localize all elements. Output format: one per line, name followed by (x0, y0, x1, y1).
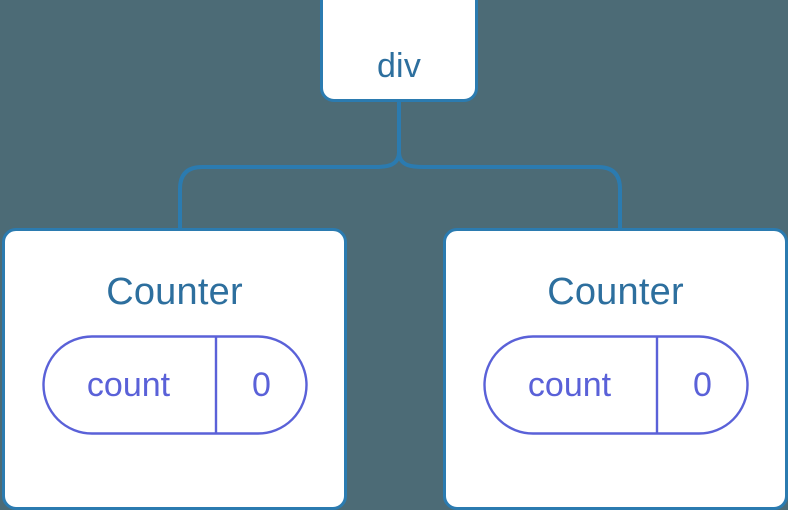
state-pill-left-value: 0 (252, 366, 271, 404)
state-pill-right-shape (482, 335, 749, 435)
node-div-label: div (376, 47, 422, 85)
connector-branch-right (397, 151, 622, 228)
state-pill-left-shape (41, 335, 308, 435)
state-pill-right-value: 0 (693, 366, 712, 404)
node-counter-right-title: Counter (547, 271, 684, 313)
state-pill-right[interactable]: count 0 (482, 335, 749, 435)
state-pill-right-text: count 0 (483, 335, 749, 435)
state-pill-left-key: count (86, 366, 171, 404)
state-pill-right-key: count (527, 366, 612, 404)
node-counter-right[interactable]: Counter count 0 (443, 228, 788, 510)
node-counter-left[interactable]: Counter count 0 (2, 228, 347, 510)
node-counter-left-title: Counter (106, 271, 243, 313)
connector-branch-left (178, 151, 401, 228)
node-div[interactable]: div (320, 0, 478, 102)
state-pill-left-text: count 0 (42, 335, 308, 435)
tree-connector-lines (178, 101, 622, 228)
state-pill-left[interactable]: count 0 (41, 335, 308, 435)
